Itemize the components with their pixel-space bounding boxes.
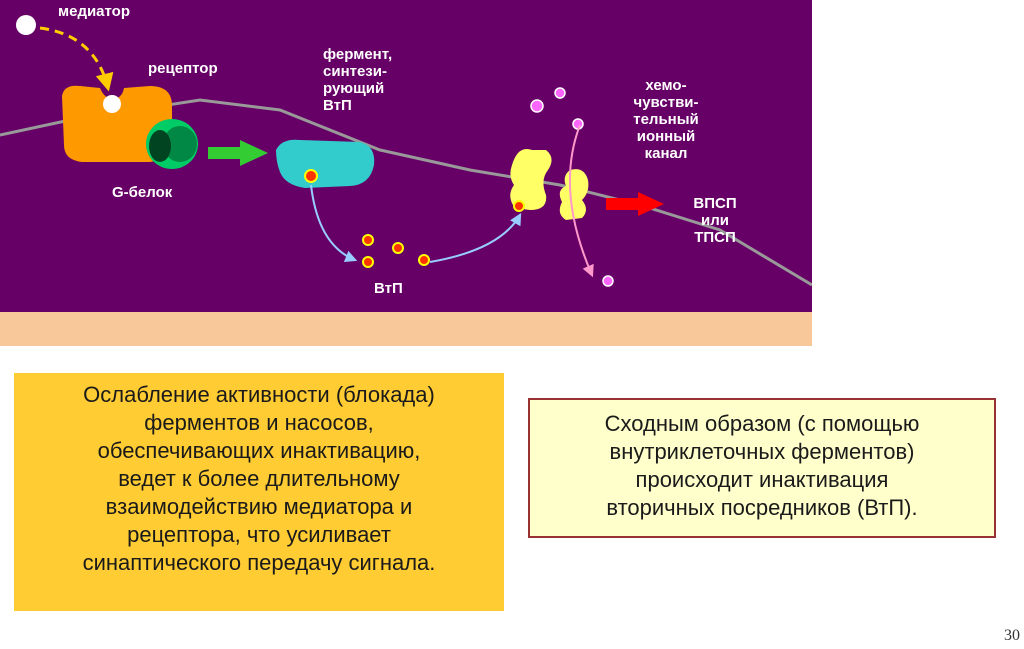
receptor-shape (62, 85, 172, 162)
mediator-path (39, 26, 114, 92)
left-box-line: рецептора, что усиливает (127, 522, 391, 547)
channel-vtp-dot (513, 200, 525, 212)
enzyme-label-line: рующий (323, 80, 385, 97)
right-box-line: внутриклеточных ферментов) (609, 439, 915, 464)
left-box-line: ведет к более длительному (118, 466, 400, 491)
channel-label-line: тельный (633, 111, 699, 128)
right-box-line: Сходным образом (с помощью (604, 411, 920, 436)
left-box-line: Ослабление активности (блокада) (83, 382, 435, 407)
ion-dot (602, 275, 614, 287)
psp-label-line: или (701, 212, 729, 229)
signal-diagram (0, 0, 812, 346)
left-text-box: Ослабление активности (блокада) ферменто… (14, 373, 504, 611)
enzyme-label-line: ВтП (323, 97, 352, 114)
red-arrow (606, 192, 664, 216)
cyan-arrow-down (310, 184, 358, 262)
channel-label-line: чувстви- (633, 94, 699, 111)
channel-label: хемо- чувстви- тельный ионный канал (616, 77, 716, 162)
channel-label-line: канал (644, 145, 688, 162)
psp-label-line: ВПСП (693, 195, 737, 212)
left-box-line: обеспечивающих инактивацию, (97, 438, 421, 463)
mediator-bound (103, 95, 121, 113)
enzyme-vtp-dot (304, 169, 318, 183)
left-box-line: взаимодействию медиатора и (105, 494, 413, 519)
g-protein-inner (163, 126, 197, 162)
ion-arrow (568, 124, 594, 278)
vtp-dot (362, 256, 374, 268)
green-arrow (208, 140, 268, 166)
psp-label: ВПСП или ТПСП (680, 195, 750, 246)
receptor-label: рецептор (148, 60, 218, 77)
enzyme-shape (276, 139, 375, 188)
left-box-line: синаптического передачу сигнала. (82, 550, 436, 575)
channel-left (510, 149, 552, 210)
ion-dot (530, 99, 544, 113)
right-box-line: вторичных посредников (ВтП). (606, 495, 918, 520)
bottom-band (0, 312, 812, 346)
g-protein-label: G-белок (112, 184, 173, 201)
enzyme-label: фермент, синтези- рующий ВтП (323, 46, 392, 114)
enzyme-label-line: синтези- (323, 63, 387, 80)
enzyme-label-line: фермент, (323, 46, 393, 63)
mediator-label: медиатор (58, 3, 130, 20)
right-text-box: Сходным образом (с помощью внутриклеточн… (528, 398, 996, 538)
ion-dot (572, 118, 584, 130)
g-protein-core (149, 130, 171, 162)
psp-label-line: ТПСП (694, 229, 736, 246)
ion-dot (554, 87, 566, 99)
channel-right (559, 169, 589, 220)
cyan-arrow-up (429, 212, 522, 263)
vtp-label: ВтП (374, 280, 403, 297)
vtp-dot (418, 254, 430, 266)
right-box-line: происходит инактивация (635, 467, 889, 492)
channel-label-line: хемо- (645, 77, 687, 94)
left-box-line: ферментов и насосов, (144, 410, 374, 435)
page-number: 30 (1004, 627, 1020, 644)
mediator-dot (16, 15, 36, 35)
vtp-dot (392, 242, 404, 254)
channel-label-line: ионный (636, 128, 696, 145)
vtp-dot (362, 234, 374, 246)
